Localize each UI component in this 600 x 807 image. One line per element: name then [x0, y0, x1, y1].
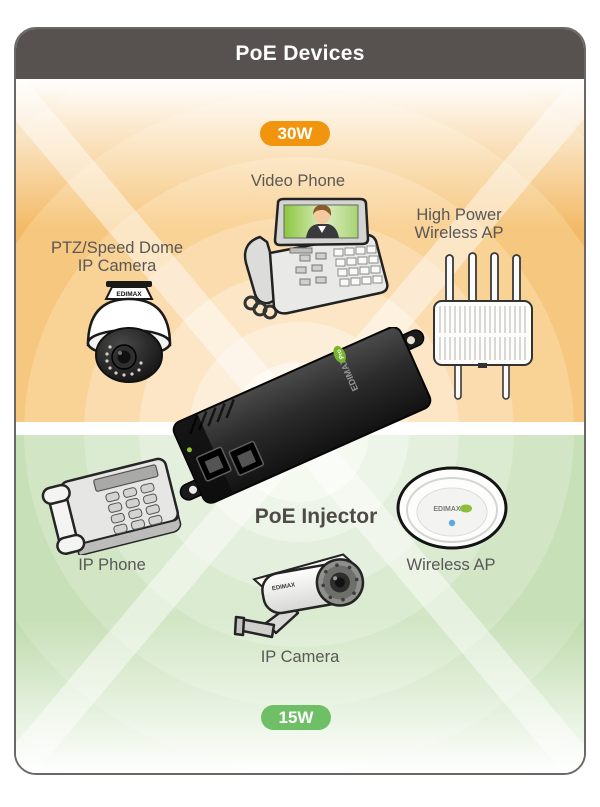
- ap-ribs: [439, 306, 526, 360]
- ap-bottom-antennas: [454, 362, 510, 400]
- dome-cap: [104, 286, 154, 300]
- ip-phone-base-edge: [75, 514, 182, 555]
- injector-led: [186, 447, 192, 453]
- ip-camera-label: IP Camera: [260, 648, 340, 666]
- high-power-wireless-ap-image: [433, 252, 533, 400]
- card-header: PoE Devices: [16, 29, 584, 79]
- video-phone-image: [243, 197, 389, 320]
- ip-camera-brand: EDIMAX: [272, 582, 296, 592]
- ip-phone-label: IP Phone: [78, 556, 146, 574]
- wireless-ap-led: [448, 519, 456, 527]
- poe-devices-card: PoE Devices: [14, 27, 586, 775]
- ip-camera-lens: [315, 558, 365, 607]
- ap-port-nub: [478, 363, 487, 368]
- ip-phone-image: [41, 457, 182, 555]
- wireless-ap-label: Wireless AP: [406, 556, 496, 574]
- dome-mount-bar: [106, 281, 152, 287]
- wattage-badge-30w: 30W: [260, 121, 330, 146]
- dome-lens: [111, 344, 137, 370]
- ip-phone-handset: [41, 483, 86, 555]
- video-phone-label: Video Phone: [250, 172, 346, 190]
- ip-camera-image: EDIMAX: [233, 553, 365, 639]
- wireless-ap-dome: [416, 487, 488, 537]
- video-phone-screen: [273, 197, 370, 247]
- ptz-dome-camera-label: PTZ/Speed Dome IP Camera: [50, 239, 184, 275]
- wattage-badge-30w-label: 30W: [277, 123, 313, 143]
- ap-top-antennas: [445, 252, 521, 306]
- video-phone-function-buttons: [289, 247, 327, 286]
- dome-brand: EDIMAX: [116, 291, 142, 298]
- injector-rj45-ports: [196, 440, 265, 482]
- injector-tab-hole-right: [406, 336, 415, 345]
- injector-tab-hole-left: [189, 485, 198, 494]
- wireless-ap-brand-logo: EDIMAX: [433, 504, 472, 513]
- ip-phone-display: [93, 464, 159, 492]
- wattage-badge-15w-label: 15W: [278, 707, 314, 727]
- svg-text:Pro: Pro: [336, 348, 346, 360]
- poe-injector-label: PoE Injector: [254, 505, 378, 528]
- wireless-ap-mid-ring: [406, 477, 498, 543]
- svg-text:EDIMAX: EDIMAX: [433, 506, 461, 513]
- injector-vents: [188, 398, 235, 435]
- dome-ir-leds: [105, 345, 143, 377]
- diagram-content: 30W Video Phone: [16, 79, 584, 773]
- ap-body: [433, 300, 533, 366]
- ptz-dome-camera-image: EDIMAX: [86, 281, 172, 383]
- wireless-ap-image: EDIMAX: [396, 466, 508, 550]
- wattage-badge-15w: 15W: [261, 705, 331, 730]
- poe-injector-image: EDIMAX Pro: [172, 327, 432, 504]
- video-phone-keypad: [333, 245, 383, 287]
- high-power-wireless-ap-label: High Power Wireless AP: [414, 206, 504, 242]
- page-title: PoE Devices: [235, 42, 365, 65]
- ip-phone-keypad: [105, 482, 163, 535]
